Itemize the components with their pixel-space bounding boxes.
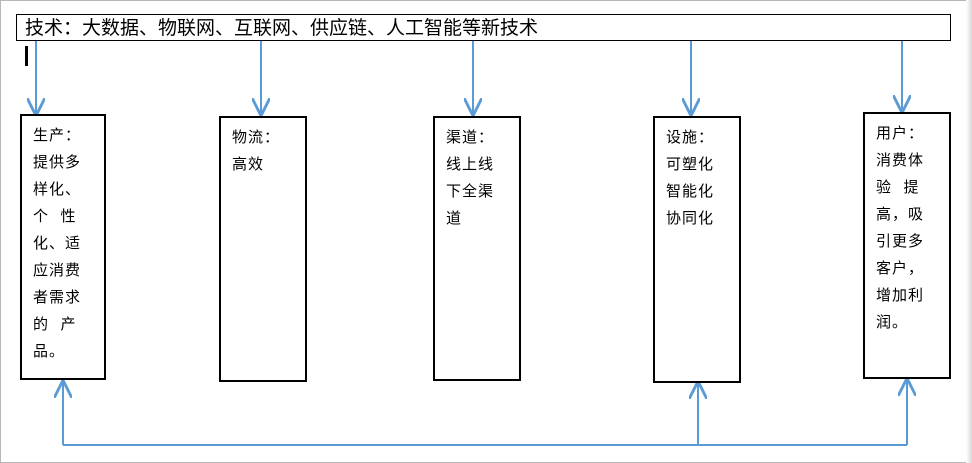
node-production-line: 生产： (33, 126, 82, 144)
node-channel-line: 线上线 (446, 155, 495, 173)
node-channel-line: 渠道： (446, 128, 495, 146)
node-production-line: 者需求 (33, 288, 82, 306)
node-production-line: 的 产 (33, 315, 77, 333)
node-logistics-line: 物流： (232, 128, 281, 146)
node-facility-line: 智能化 (666, 182, 715, 200)
node-production-line: 化、适 (33, 234, 82, 252)
node-production: 生产： 提供多样化、个 性化、适应消费者需求的 产品。 (20, 114, 106, 380)
node-user: 用户： 消费体验 提高，吸引更多客户， 增加利润。 (863, 112, 951, 379)
node-facility: 设施： 可塑化智能化协同化 (653, 116, 741, 383)
node-user-line: 客户， (876, 259, 925, 277)
technology-header-text: 技术：大数据、物联网、互联网、供应链、人工智能等新技术 (25, 17, 539, 39)
node-facility-line: 协同化 (666, 209, 715, 227)
node-user-line: 增加利 (876, 286, 925, 304)
node-facility-line: 设施： (666, 128, 715, 146)
node-facility-line: 可塑化 (666, 155, 715, 173)
node-production-line: 个 性 (33, 207, 77, 225)
node-production-line: 样化、 (33, 180, 82, 198)
node-production-line: 应消费 (33, 261, 82, 279)
frame-shadow (966, 0, 972, 463)
node-user-line: 润。 (876, 313, 909, 331)
node-user-line: 高，吸 (876, 205, 925, 223)
text-cursor-bar (25, 46, 28, 66)
node-user-line: 消费体 (876, 151, 925, 169)
node-logistics: 物流： 高效 (219, 116, 307, 382)
node-production-line: 品。 (33, 342, 66, 360)
node-channel: 渠道： 线上线下全渠道 (433, 116, 521, 381)
node-user-line: 用户： (876, 124, 925, 142)
node-channel-line: 下全渠 (446, 182, 495, 200)
node-production-line: 提供多 (33, 153, 82, 171)
node-user-line: 验 提 (876, 178, 920, 196)
node-channel-line: 道 (446, 209, 463, 227)
technology-header-box: 技术：大数据、物联网、互联网、供应链、人工智能等新技术 (16, 14, 951, 41)
node-user-line: 引更多 (876, 232, 925, 250)
node-logistics-line: 高效 (232, 155, 265, 173)
